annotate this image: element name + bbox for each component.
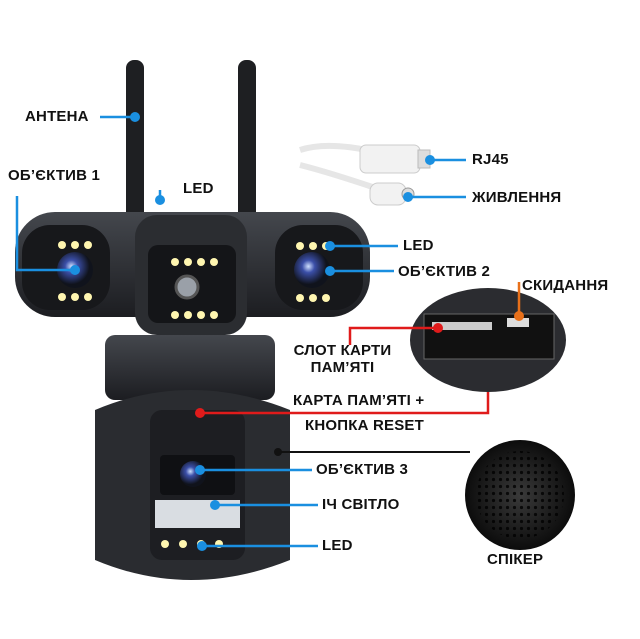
label-reset: СКИДАННЯ [522,277,609,294]
label-rj45: RJ45 [472,151,509,168]
label-led-bottom: LED [322,537,353,554]
label-lens-1: ОБ’ЄКТИВ 1 [8,167,101,184]
antenna-right [238,60,256,220]
label-ir-light: ІЧ СВІТЛО [322,496,400,513]
label-antenna: АНТЕНА [25,108,89,125]
label-power: ЖИВЛЕННЯ [472,189,562,206]
label-speaker: СПІКЕР [487,551,544,568]
label-card-reset-2: КНОПКА RESET [305,417,425,434]
antenna-left [126,60,144,220]
label-card-reset-1: КАРТА ПАМ’ЯТІ + [293,392,425,409]
label-led-center: LED [183,180,214,197]
label-lens-2: ОБ’ЄКТИВ 2 [398,263,491,280]
label-lens-3: ОБ’ЄКТИВ 3 [316,461,409,478]
label-led-right: LED [403,237,434,254]
